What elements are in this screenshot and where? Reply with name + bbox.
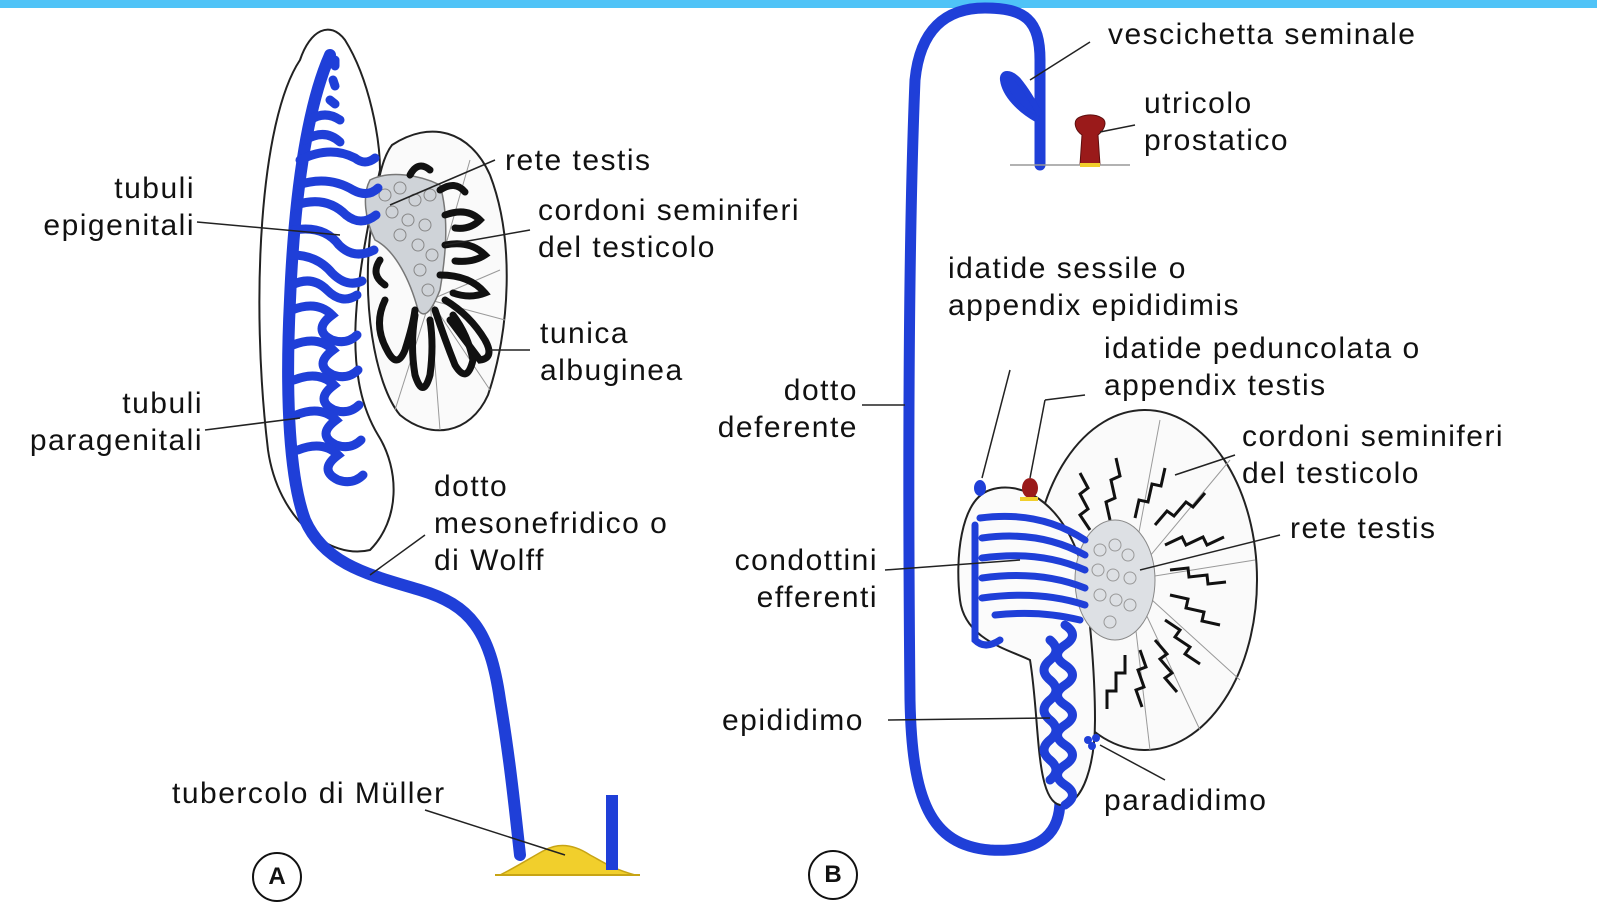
label-line: idatide peduncolata o — [1104, 330, 1421, 367]
label-line: del testicolo — [538, 229, 800, 266]
label-epididimo: epididimo — [722, 702, 864, 739]
label-vescichetta: vescichetta seminale — [1108, 16, 1416, 53]
label-line: del testicolo — [1242, 455, 1504, 492]
label-idatide-sessile: idatide sessile o appendix epididimis — [948, 250, 1240, 324]
label-line: dotto — [690, 372, 858, 409]
label-line: dotto — [434, 468, 668, 505]
label-line: epigenitali — [10, 207, 195, 244]
label-line: deferente — [690, 409, 858, 446]
label-line: tunica — [540, 315, 684, 352]
label-cordoni-seminiferi-b: cordoni seminiferi del testicolo — [1242, 418, 1504, 492]
label-cordoni-seminiferi-a: cordoni seminiferi del testicolo — [538, 192, 800, 266]
prostatic-utricle — [1075, 115, 1105, 165]
label-line: paragenitali — [5, 422, 203, 459]
seminal-vesicle — [1003, 74, 1040, 120]
label-utricolo: utricolo prostatico — [1144, 85, 1289, 159]
label-line: cordoni seminiferi — [538, 192, 800, 229]
label-line: utricolo — [1144, 85, 1289, 122]
label-paradidimo: paradidimo — [1104, 782, 1267, 819]
label-dotto-deferente: dotto deferente — [690, 372, 858, 446]
label-line: efferenti — [700, 579, 878, 616]
label-tubercolo: tubercolo di Müller — [172, 775, 446, 812]
appendix-epididymis — [974, 480, 986, 496]
label-line: tubuli — [5, 385, 203, 422]
panel-a-badge: A — [252, 852, 302, 902]
appendix-testis — [1022, 478, 1038, 498]
label-line: condottini — [700, 542, 878, 579]
label-condottini: condottini efferenti — [700, 542, 878, 616]
panel-b-badge: B — [808, 850, 858, 900]
label-line: tubuli — [10, 170, 195, 207]
label-tubuli-paragenitali: tubuli paragenitali — [5, 385, 203, 459]
label-idatide-peduncolata: idatide peduncolata o appendix testis — [1104, 330, 1421, 404]
label-line: albuginea — [540, 352, 684, 389]
label-line: appendix testis — [1104, 367, 1421, 404]
label-rete-testis-b: rete testis — [1290, 510, 1437, 547]
label-line: di Wolff — [434, 542, 668, 579]
label-dotto-mesonefridico: dotto mesonefridico o di Wolff — [434, 468, 668, 579]
label-line: idatide sessile o — [948, 250, 1240, 287]
label-rete-testis-a: rete testis — [505, 142, 652, 179]
label-line: appendix epididimis — [948, 287, 1240, 324]
label-tubuli-epigenitali: tubuli epigenitali — [10, 170, 195, 244]
label-line: mesonefridico o — [434, 505, 668, 542]
label-line: cordoni seminiferi — [1242, 418, 1504, 455]
label-tunica-albuginea: tunica albuginea — [540, 315, 684, 389]
label-line: prostatico — [1144, 122, 1289, 159]
